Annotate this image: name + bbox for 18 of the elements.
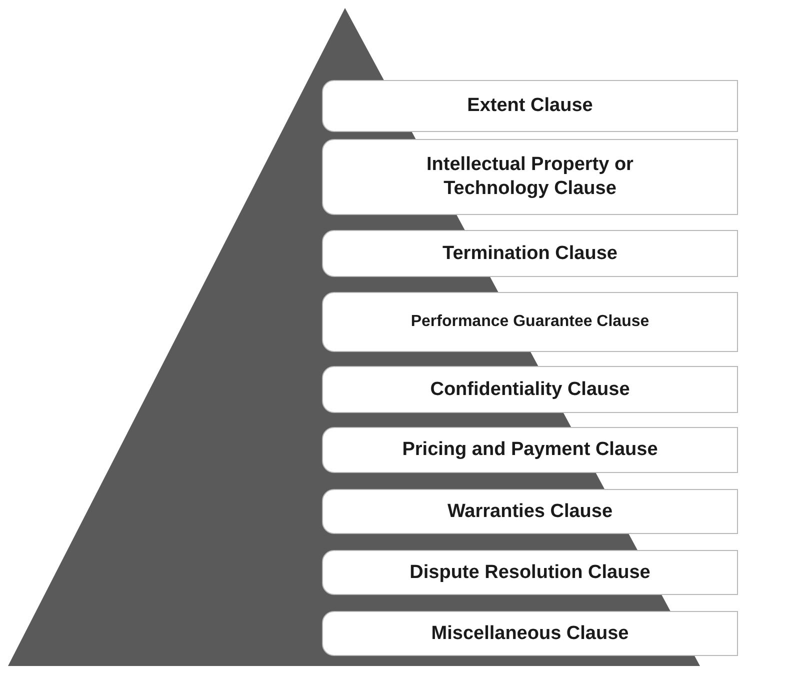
- clause-label: Dispute Resolution Clause: [408, 560, 652, 584]
- clause-label: Miscellaneous Clause: [430, 622, 630, 646]
- clause-label: Pricing and Payment Clause: [401, 438, 659, 462]
- clause-box: [322, 80, 738, 132]
- clause-label: Confidentiality Clause: [429, 378, 631, 402]
- clause-box: [322, 139, 738, 215]
- clause-label: Warranties Clause: [446, 500, 614, 524]
- clause-box: [322, 489, 738, 534]
- clause-label: Performance Guarantee Clause: [410, 312, 650, 332]
- clause-box: [322, 366, 738, 413]
- clause-box: [322, 230, 738, 277]
- clause-label: Termination Clause: [442, 242, 618, 266]
- clause-box: [322, 292, 738, 352]
- clause-label: Intellectual Property or Technology Clause: [426, 153, 634, 201]
- clause-box: [322, 550, 738, 595]
- clause-label: Extent Clause: [466, 94, 594, 118]
- clause-box: [322, 611, 738, 656]
- clause-box: [322, 427, 738, 473]
